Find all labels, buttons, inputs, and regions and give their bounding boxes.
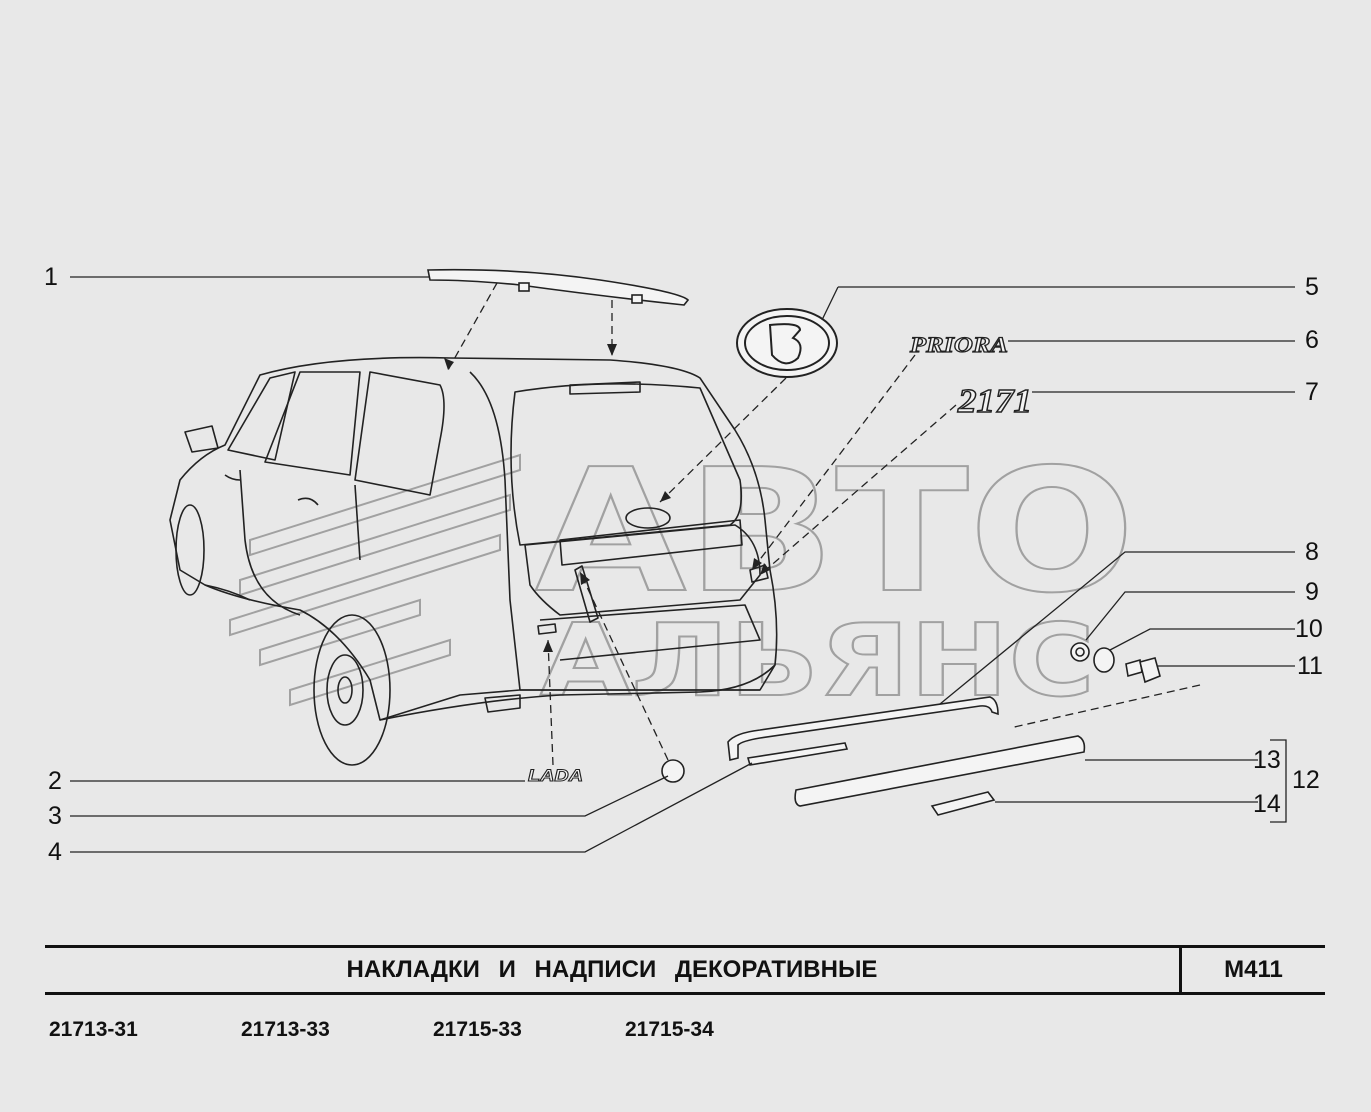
trim-strip bbox=[727, 696, 999, 761]
callout-3: 3 bbox=[48, 802, 62, 830]
callout-11: 11 bbox=[1297, 652, 1323, 680]
callout-1: 1 bbox=[44, 263, 58, 291]
roof-spoiler bbox=[427, 268, 690, 306]
lamp bbox=[930, 791, 996, 816]
callout-5: 5 bbox=[1305, 273, 1319, 301]
model-badge: 2171 bbox=[957, 383, 1032, 420]
callout-9: 9 bbox=[1305, 578, 1319, 606]
section-code: М411 bbox=[1224, 956, 1283, 983]
model-code-3: 21715-33 bbox=[433, 1018, 522, 1041]
diagram-title: НАКЛАДКИ И НАДПИСИ ДЕКОРАТИВНЫЕ bbox=[346, 956, 878, 983]
arrowheads bbox=[444, 344, 770, 652]
watermark-line2: АЛЬЯНС bbox=[540, 602, 1095, 719]
callout-12: 12 bbox=[1292, 766, 1320, 794]
model-code-2: 21713-33 bbox=[241, 1018, 330, 1041]
lada-emblem bbox=[736, 308, 838, 378]
fasteners bbox=[1070, 642, 1161, 684]
callout-6: 6 bbox=[1305, 326, 1319, 354]
model-code-1: 21713-31 bbox=[49, 1018, 138, 1041]
title-bar: НАКЛАДКИ И НАДПИСИ ДЕКОРАТИВНЫЕ М411 bbox=[45, 945, 1325, 995]
watermark: АВТО АЛЬЯНС bbox=[229, 432, 1136, 720]
callout-10: 10 bbox=[1295, 615, 1323, 643]
plug bbox=[661, 759, 685, 783]
callout-13: 13 bbox=[1253, 746, 1281, 774]
callout-4: 4 bbox=[48, 838, 62, 866]
callout-14: 14 bbox=[1253, 790, 1281, 818]
small-strip bbox=[746, 742, 849, 766]
lada-badge: LADA bbox=[528, 766, 583, 785]
long-trim bbox=[794, 735, 1086, 807]
callout-7: 7 bbox=[1305, 378, 1319, 406]
priora-badge: PRIORA bbox=[909, 332, 1008, 357]
car-rear-view bbox=[169, 356, 778, 766]
callout-2: 2 bbox=[48, 767, 62, 795]
title-divider bbox=[1179, 948, 1182, 992]
callout-8: 8 bbox=[1305, 538, 1319, 566]
leader-lines bbox=[70, 276, 1295, 853]
model-code-4: 21715-34 bbox=[625, 1018, 714, 1041]
